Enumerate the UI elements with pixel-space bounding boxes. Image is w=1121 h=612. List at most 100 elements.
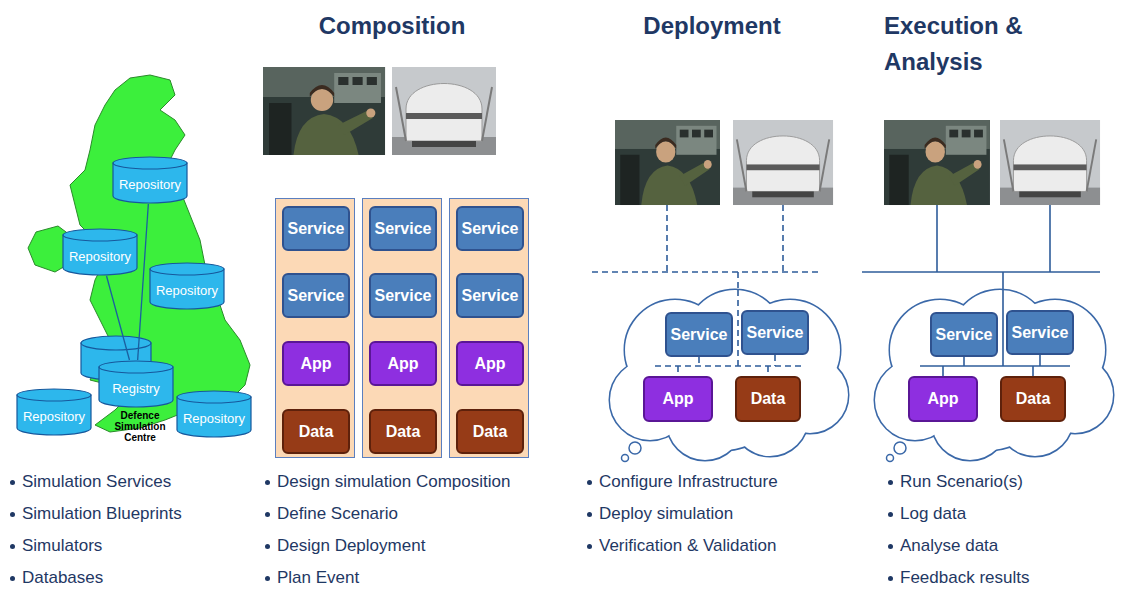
bullet-item: Verification & Validation bbox=[599, 536, 776, 556]
service-box: Service bbox=[456, 273, 524, 318]
bullet-dot bbox=[888, 576, 893, 581]
service-box: Service bbox=[282, 206, 350, 251]
deployment-network-dashed bbox=[592, 205, 822, 294]
node-text: Service bbox=[1012, 323, 1069, 342]
node-text: Repository bbox=[183, 411, 245, 427]
node-text: Data bbox=[473, 422, 508, 441]
data-box: Data bbox=[456, 409, 524, 454]
node-text: Registry bbox=[112, 381, 160, 397]
bullet-dot bbox=[587, 480, 592, 485]
cockpit-photo bbox=[615, 120, 720, 205]
storage-cylinder: Registry bbox=[98, 360, 174, 408]
storage-cylinder: Repository bbox=[16, 388, 92, 436]
service-box: Service bbox=[741, 310, 809, 355]
bullet-item: Run Scenario(s) bbox=[900, 472, 1023, 492]
node-text: Service bbox=[671, 325, 728, 344]
cockpit-photo bbox=[263, 67, 385, 155]
node-text: Service bbox=[375, 219, 432, 238]
bullet-item: Analyse data bbox=[900, 536, 998, 556]
node-text: Service bbox=[936, 325, 993, 344]
composition-column: ServiceServiceAppData bbox=[275, 198, 355, 458]
node-text: App bbox=[662, 389, 693, 408]
data-box: Data bbox=[1000, 376, 1066, 422]
column-heading: Deployment bbox=[643, 8, 780, 44]
bullet-item: Define Scenario bbox=[277, 504, 398, 524]
bullet-item: Simulation Services bbox=[22, 472, 171, 492]
service-box: Service bbox=[369, 206, 437, 251]
bullet-dot bbox=[10, 544, 15, 549]
data-box: Data bbox=[282, 409, 350, 454]
node-text: Service bbox=[462, 286, 519, 305]
cloud-infrastructure: Service ServiceApp Data bbox=[870, 290, 1115, 468]
simulator-photos bbox=[263, 67, 1100, 205]
app-box: App bbox=[456, 341, 524, 386]
data-box: Data bbox=[735, 376, 801, 422]
app-box: App bbox=[369, 341, 437, 386]
bullet-dot bbox=[10, 512, 15, 517]
composition-column: ServiceServiceAppData bbox=[362, 198, 442, 458]
execution-network bbox=[862, 205, 1100, 294]
app-box: App bbox=[908, 376, 978, 422]
bullet-dot bbox=[265, 512, 270, 517]
node-text: App bbox=[300, 354, 331, 373]
bullet-item: Simulation Blueprints bbox=[22, 504, 182, 524]
service-box: Service bbox=[282, 273, 350, 318]
node-text: Repository bbox=[119, 177, 181, 193]
bullet-dot bbox=[888, 544, 893, 549]
site-label: Defence Simulation Centre bbox=[109, 410, 171, 443]
node-text: App bbox=[927, 389, 958, 408]
column-heading: Execution & Analysis bbox=[884, 8, 1062, 80]
column-heading: Composition bbox=[319, 8, 466, 44]
uk-map bbox=[28, 75, 250, 432]
bullet-item: Simulators bbox=[22, 536, 102, 556]
bullet-item: Databases bbox=[22, 568, 103, 588]
node-text: Service bbox=[288, 286, 345, 305]
node-text: Service bbox=[747, 323, 804, 342]
node-text: Data bbox=[751, 389, 786, 408]
node-text: Repository bbox=[23, 409, 85, 425]
node-text: Service bbox=[375, 286, 432, 305]
bullet-item: Log data bbox=[900, 504, 966, 524]
dome-simulator-photo bbox=[733, 120, 833, 205]
service-box: Service bbox=[665, 312, 733, 357]
bullet-item: Configure Infrastructure bbox=[599, 472, 778, 492]
node-text: Repository bbox=[156, 283, 218, 299]
cockpit-photo bbox=[884, 120, 990, 205]
bullet-dot bbox=[888, 512, 893, 517]
node-text: App bbox=[474, 354, 505, 373]
dome-simulator-photo bbox=[392, 67, 496, 155]
bullet-item: Design Deployment bbox=[277, 536, 425, 556]
node-text: Service bbox=[462, 219, 519, 238]
network-link bbox=[138, 204, 149, 360]
bullet-dot bbox=[587, 544, 592, 549]
storage-cylinder: Repository bbox=[112, 156, 188, 204]
composition-column: ServiceServiceAppData bbox=[449, 198, 529, 458]
bullet-dot bbox=[265, 544, 270, 549]
node-text: App bbox=[387, 354, 418, 373]
dome-simulator-photo bbox=[1000, 120, 1100, 205]
bullet-item: Deploy simulation bbox=[599, 504, 733, 524]
bullet-dot bbox=[265, 480, 270, 485]
bullet-item: Plan Event bbox=[277, 568, 359, 588]
bullet-dot bbox=[587, 512, 592, 517]
service-box: Service bbox=[369, 273, 437, 318]
network-link bbox=[107, 276, 130, 360]
bullet-item: Design simulation Composition bbox=[277, 472, 510, 492]
node-text: Data bbox=[386, 422, 421, 441]
bullet-dot bbox=[265, 576, 270, 581]
bullet-dot bbox=[888, 480, 893, 485]
node-text: Data bbox=[299, 422, 334, 441]
cloud-network bbox=[920, 290, 1070, 376]
service-box: Service bbox=[456, 206, 524, 251]
cloud-infrastructure: Service ServiceApp Data bbox=[605, 290, 850, 468]
service-box: Service bbox=[930, 312, 998, 357]
storage-cylinder: Repository bbox=[149, 262, 225, 310]
app-box: App bbox=[282, 341, 350, 386]
service-box: Service bbox=[1006, 310, 1074, 355]
cloud-network bbox=[655, 290, 805, 376]
storage-cylinder: Repository bbox=[176, 390, 252, 438]
node-text: Repository bbox=[69, 249, 131, 265]
bullet-item: Feedback results bbox=[900, 568, 1029, 588]
